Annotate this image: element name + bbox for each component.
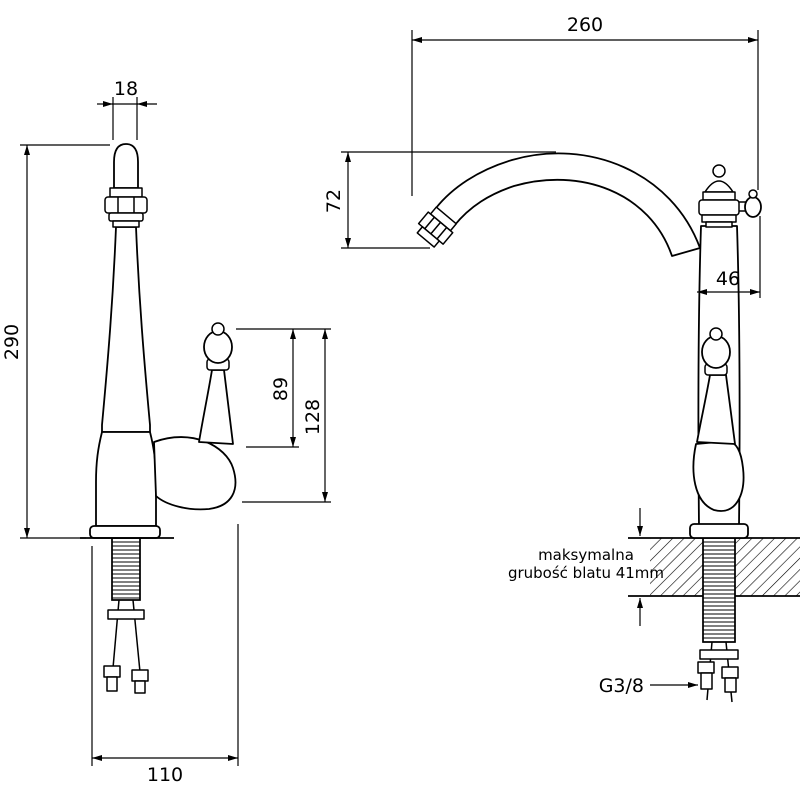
- thread-size-label: G3/8: [599, 675, 644, 697]
- dim-label-128: 128: [302, 399, 324, 435]
- dim-label-72: 72: [323, 189, 345, 213]
- counter-thickness-note: maksymalna grubość blatu 41mm: [508, 508, 664, 626]
- front-aerator-nut: [104, 196, 148, 214]
- dimension-base-span: 110: [91, 524, 239, 786]
- side-handle: [692, 327, 745, 512]
- side-mounting-hardware: [697, 641, 739, 703]
- side-threaded-shank: [702, 537, 736, 643]
- front-handle-ball: [203, 330, 233, 364]
- front-threaded-shank: [111, 537, 141, 601]
- side-view: 260 72 46 maksymalna grubość blatu 41mm: [323, 14, 800, 703]
- side-top-assembly: [698, 164, 762, 228]
- front-handle: [153, 322, 237, 511]
- dimension-spout-drop: 72: [323, 151, 556, 249]
- side-escutcheon: [689, 523, 749, 539]
- front-handle-grip: [198, 369, 234, 445]
- dimension-spout-tip-width: 18: [97, 78, 157, 140]
- dim-label-110: 110: [147, 764, 183, 786]
- side-spout: [435, 152, 701, 257]
- front-spout-tip: [113, 143, 139, 189]
- dim-label-260: 260: [567, 14, 603, 36]
- front-escutcheon: [89, 525, 161, 539]
- counter-note-line2: grubość blatu 41mm: [508, 564, 664, 582]
- dimension-total-height: 290: [1, 144, 110, 539]
- counter-note-line1: maksymalna: [538, 546, 634, 564]
- dimension-body-depth: 46: [697, 216, 761, 298]
- dimension-handle-heights: 89 128: [236, 328, 331, 503]
- thread-size-callout: G3/8: [599, 675, 698, 697]
- front-mounting-hardware: [103, 599, 149, 694]
- side-rear-handle-ball: [744, 196, 762, 218]
- dim-label-89: 89: [270, 377, 292, 401]
- front-handle-elbow: [153, 436, 237, 511]
- dim-label-18: 18: [114, 78, 138, 100]
- dim-label-290: 290: [1, 324, 23, 360]
- side-aerator: [416, 206, 457, 248]
- front-view: 18 290 89 128 110: [1, 78, 331, 786]
- dim-label-46: 46: [716, 268, 740, 290]
- front-faucet-body: [95, 143, 157, 527]
- dimension-spout-reach: 260: [411, 14, 759, 196]
